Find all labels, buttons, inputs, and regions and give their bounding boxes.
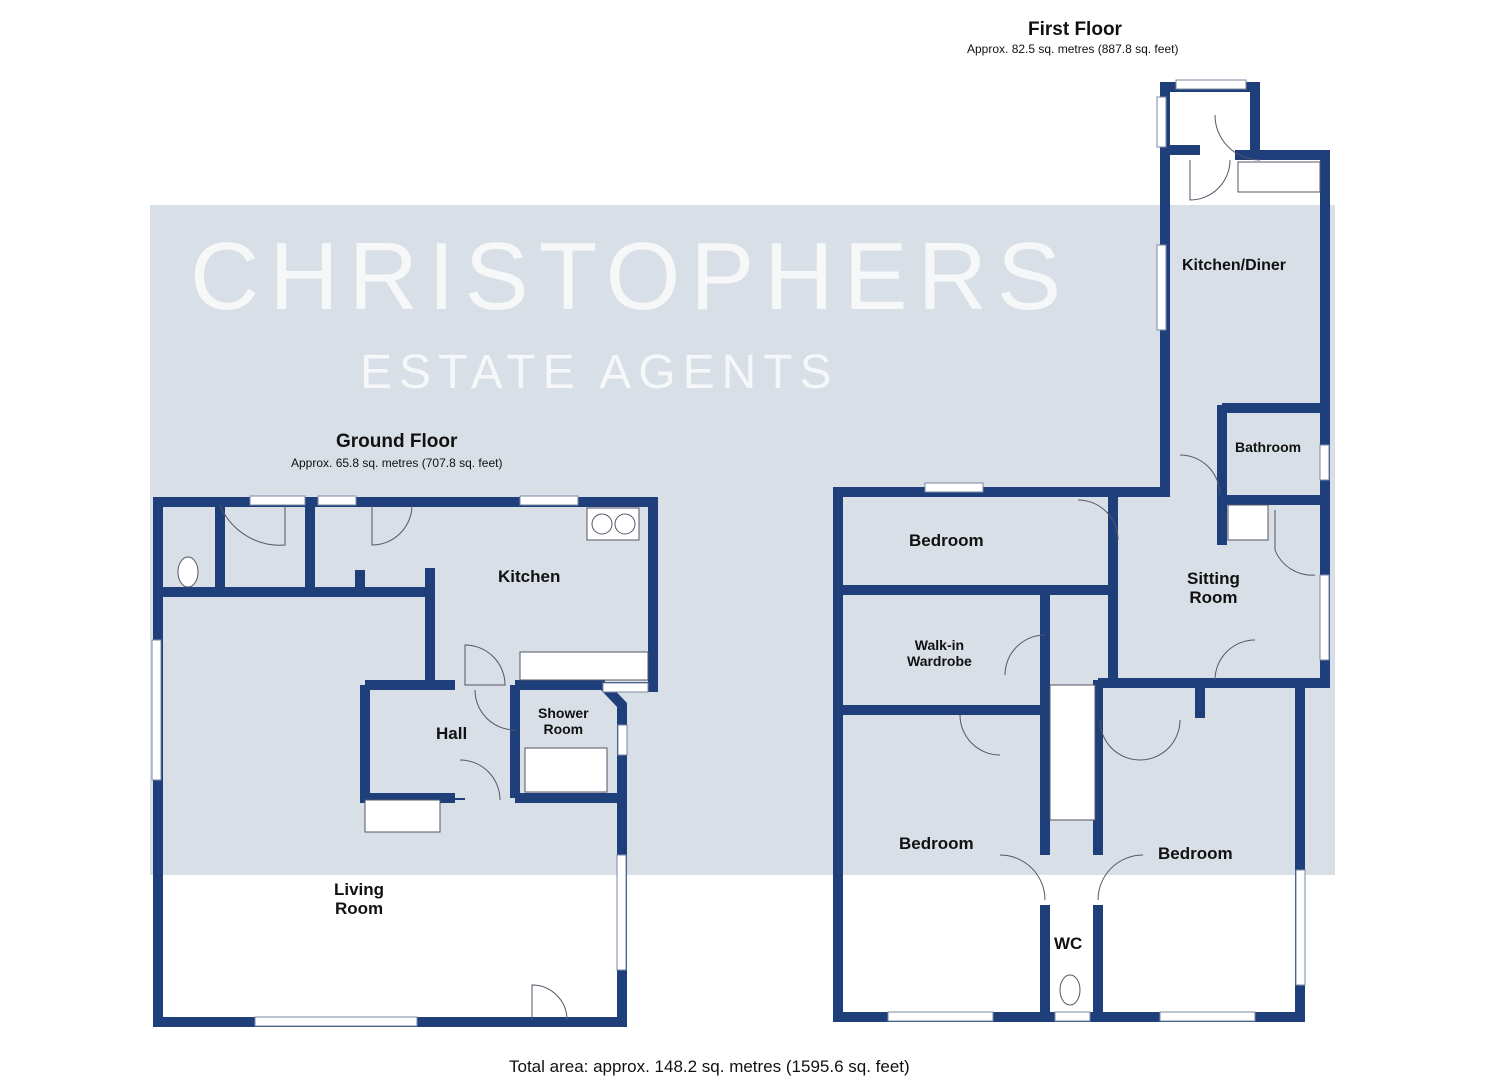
watermark-line2: ESTATE AGENTS bbox=[360, 346, 839, 399]
first-floor-outer-wall bbox=[833, 82, 1330, 1022]
ground-floor-area: Approx. 65.8 sq. metres (707.8 sq. feet) bbox=[291, 456, 503, 470]
ground-floor-inner-walls bbox=[158, 502, 620, 803]
room-shower-room: Shower Room bbox=[538, 705, 589, 737]
fixtures bbox=[177, 161, 1321, 1006]
background-band bbox=[150, 205, 1335, 875]
room-kitchen-diner: Kitchen/Diner bbox=[1182, 257, 1287, 274]
ground-floor-outer-wall bbox=[153, 497, 658, 1027]
total-area: Total area: approx. 148.2 sq. metres (15… bbox=[509, 1057, 910, 1076]
room-wc: WC bbox=[1054, 934, 1083, 953]
room-sitting-room: Sitting Room bbox=[1187, 569, 1240, 607]
room-living-room: Living Room bbox=[334, 880, 385, 918]
first-floor-inner-walls bbox=[843, 145, 1320, 1017]
room-bedroom-top: Bedroom bbox=[909, 531, 984, 550]
first-floor-title: First Floor bbox=[1028, 19, 1122, 40]
doors bbox=[219, 114, 1316, 1021]
room-bathroom: Bathroom bbox=[1235, 439, 1302, 455]
first-floor-area: Approx. 82.5 sq. metres (887.8 sq. feet) bbox=[967, 42, 1179, 56]
room-bedroom-right: Bedroom bbox=[1158, 844, 1233, 863]
room-walk-in-wardrobe: Walk-in Wardrobe bbox=[907, 637, 972, 669]
room-hall: Hall bbox=[436, 724, 468, 743]
room-bedroom-left: Bedroom bbox=[899, 834, 974, 853]
room-kitchen: Kitchen bbox=[498, 567, 561, 586]
watermark-line1: CHRISTOPHERS bbox=[190, 223, 1072, 330]
windows bbox=[151, 79, 1330, 1027]
ground-floor-title: Ground Floor bbox=[336, 431, 458, 452]
